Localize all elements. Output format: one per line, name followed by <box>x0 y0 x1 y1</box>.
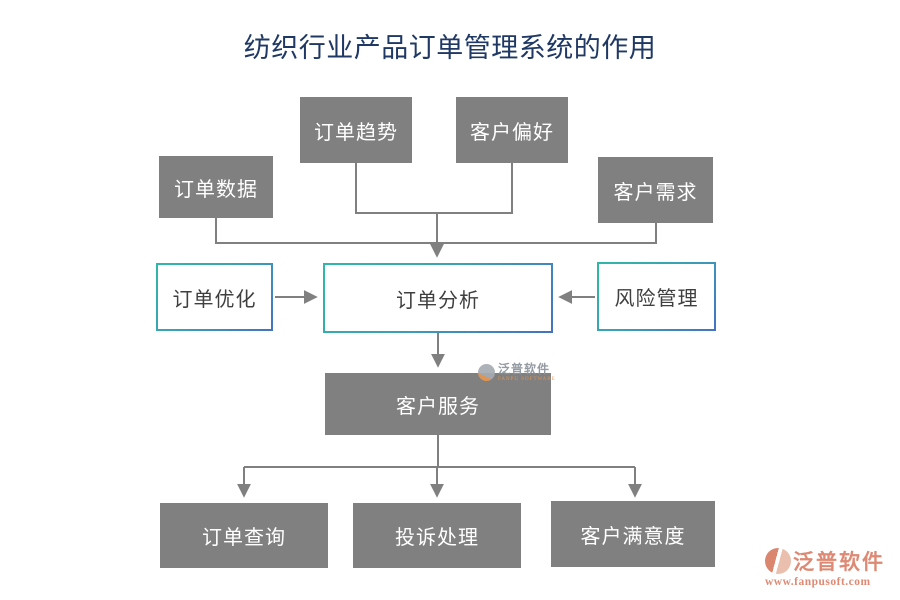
node-customer-satisfaction-label: 客户满意度 <box>580 525 686 548</box>
node-risk-management-label: 风险管理 <box>614 288 699 310</box>
node-order-data: 订单数据 <box>159 156 273 218</box>
node-complaint-handling: 投诉处理 <box>353 503 521 568</box>
node-risk-management: 风险管理 <box>597 262 716 331</box>
node-order-optimization: 订单优化 <box>156 263 273 331</box>
vendor-url-link[interactable]: www.fanpusoft.com <box>765 576 871 588</box>
node-order-trend: 订单趋势 <box>300 97 412 163</box>
vendor-logo-icon <box>765 548 791 574</box>
node-order-data-label: 订单数据 <box>174 178 258 201</box>
node-customer-satisfaction: 客户满意度 <box>551 501 715 567</box>
node-order-trend-label: 订单趋势 <box>314 121 398 144</box>
node-customer-demand-label: 客户需求 <box>613 181 698 204</box>
node-complaint-handling-label: 投诉处理 <box>395 527 479 549</box>
node-customer-preference-label: 客户偏好 <box>470 121 554 144</box>
node-customer-preference: 客户偏好 <box>456 97 568 163</box>
node-order-analysis-label: 订单分析 <box>396 289 480 312</box>
node-order-query: 订单查询 <box>160 503 328 568</box>
connector-service-distributor <box>244 435 635 468</box>
watermark-subtext: FANPU SOFTWARE <box>498 377 556 382</box>
watermark-brand-text: 泛普软件 <box>498 362 551 376</box>
connector-trend-preference-merge <box>355 163 513 214</box>
watermark: 泛普软件 FANPU SOFTWARE <box>478 363 556 382</box>
node-customer-demand: 客户需求 <box>598 157 713 223</box>
node-order-query-label: 订单查询 <box>202 527 286 549</box>
connector-data-demand-merge <box>215 218 657 244</box>
page-title: 纺织行业产品订单管理系统的作用 <box>243 33 657 63</box>
watermark-logo-icon <box>478 364 495 381</box>
node-customer-service-label: 客户服务 <box>396 395 480 418</box>
vendor-brand-text: 泛普软件 <box>793 551 885 574</box>
node-customer-service: 客户服务 <box>325 373 551 435</box>
vendor-logo: 泛普软件 www.fanpusoft.com <box>765 546 900 588</box>
node-order-optimization-label: 订单优化 <box>172 288 257 311</box>
node-order-analysis: 订单分析 <box>323 263 553 333</box>
